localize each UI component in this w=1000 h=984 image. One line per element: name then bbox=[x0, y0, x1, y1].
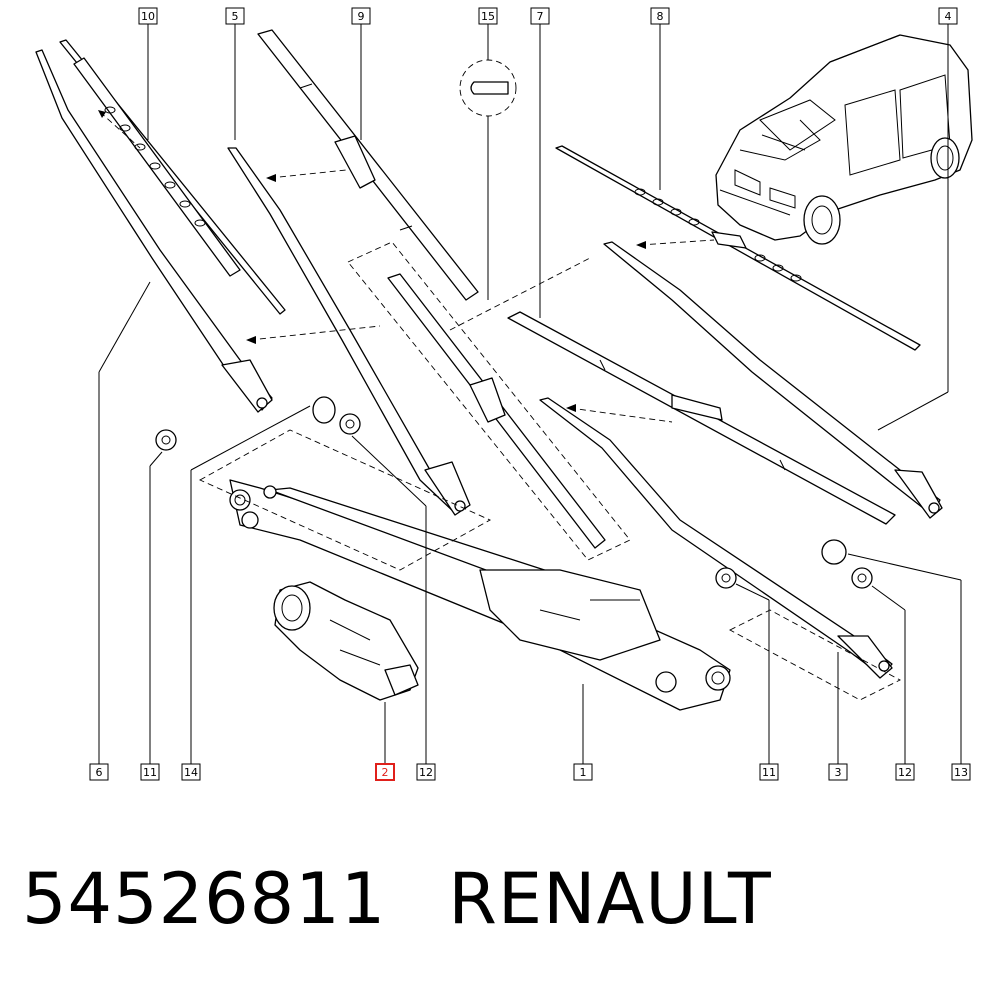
callout-4: 4 bbox=[938, 7, 958, 25]
svg-text:9: 9 bbox=[358, 10, 365, 23]
callout-13: 13 bbox=[951, 763, 971, 781]
callout-15: 15 bbox=[478, 7, 498, 25]
nut-11-right bbox=[715, 567, 737, 589]
exploded-guide-lines bbox=[98, 110, 901, 701]
callout-11-left: 11 bbox=[140, 763, 160, 781]
svg-text:8: 8 bbox=[657, 10, 664, 23]
svg-text:3: 3 bbox=[835, 766, 842, 779]
callout-10: 10 bbox=[138, 7, 158, 25]
wiper-motor-2 bbox=[273, 581, 419, 701]
svg-text:4: 4 bbox=[945, 10, 952, 23]
callout-11-right: 11 bbox=[759, 763, 779, 781]
svg-text:11: 11 bbox=[143, 766, 157, 779]
svg-text:15: 15 bbox=[481, 10, 495, 23]
svg-text:2: 2 bbox=[382, 766, 389, 779]
exploded-parts-diagram: 10 5 9 15 7 8 4 6 11 14 2 12 bbox=[35, 7, 973, 781]
cap-13-right bbox=[821, 539, 847, 565]
part-number: 54526811 bbox=[22, 858, 387, 940]
leader-lines bbox=[98, 24, 962, 764]
svg-text:1: 1 bbox=[580, 766, 587, 779]
brand-name: RENAULT bbox=[448, 858, 772, 940]
svg-text:5: 5 bbox=[232, 10, 239, 23]
wiper-blade-10 bbox=[59, 39, 286, 315]
svg-text:7: 7 bbox=[537, 10, 544, 23]
vehicle-illustration bbox=[715, 34, 973, 245]
nut-12-left bbox=[339, 413, 361, 435]
callout-5: 5 bbox=[225, 7, 245, 25]
callout-3: 3 bbox=[828, 763, 848, 781]
nut-12-right bbox=[851, 567, 873, 589]
callout-1: 1 bbox=[573, 763, 593, 781]
callout-12-left: 12 bbox=[416, 763, 436, 781]
svg-text:6: 6 bbox=[96, 766, 103, 779]
callout-2-highlighted: 2 bbox=[375, 763, 395, 781]
svg-text:10: 10 bbox=[141, 10, 155, 23]
callout-9: 9 bbox=[351, 7, 371, 25]
callout-6: 6 bbox=[89, 763, 109, 781]
wiper-blade-8 bbox=[555, 145, 921, 351]
wiper-arm-6 bbox=[35, 49, 273, 413]
wiper-linkage-1 bbox=[229, 479, 731, 711]
wiper-arm-3 bbox=[539, 397, 893, 679]
callout-12-right: 12 bbox=[895, 763, 915, 781]
part-caption: 54526811 RENAULT bbox=[22, 858, 772, 940]
svg-text:14: 14 bbox=[184, 766, 198, 779]
svg-text:11: 11 bbox=[762, 766, 776, 779]
wiper-arm-12 bbox=[227, 147, 471, 516]
wiper-blade-7 bbox=[507, 311, 896, 525]
callout-7: 7 bbox=[530, 7, 550, 25]
wiper-arm-4 bbox=[603, 241, 943, 519]
clip-15 bbox=[459, 59, 517, 117]
svg-text:13: 13 bbox=[954, 766, 968, 779]
wiper-blade-9 bbox=[257, 29, 479, 301]
cap-13-left bbox=[312, 396, 336, 424]
nut-11-left bbox=[155, 429, 177, 451]
callout-8: 8 bbox=[650, 7, 670, 25]
wiper-blade-center bbox=[387, 273, 606, 549]
svg-text:12: 12 bbox=[898, 766, 912, 779]
svg-text:12: 12 bbox=[419, 766, 433, 779]
callout-14: 14 bbox=[181, 763, 201, 781]
